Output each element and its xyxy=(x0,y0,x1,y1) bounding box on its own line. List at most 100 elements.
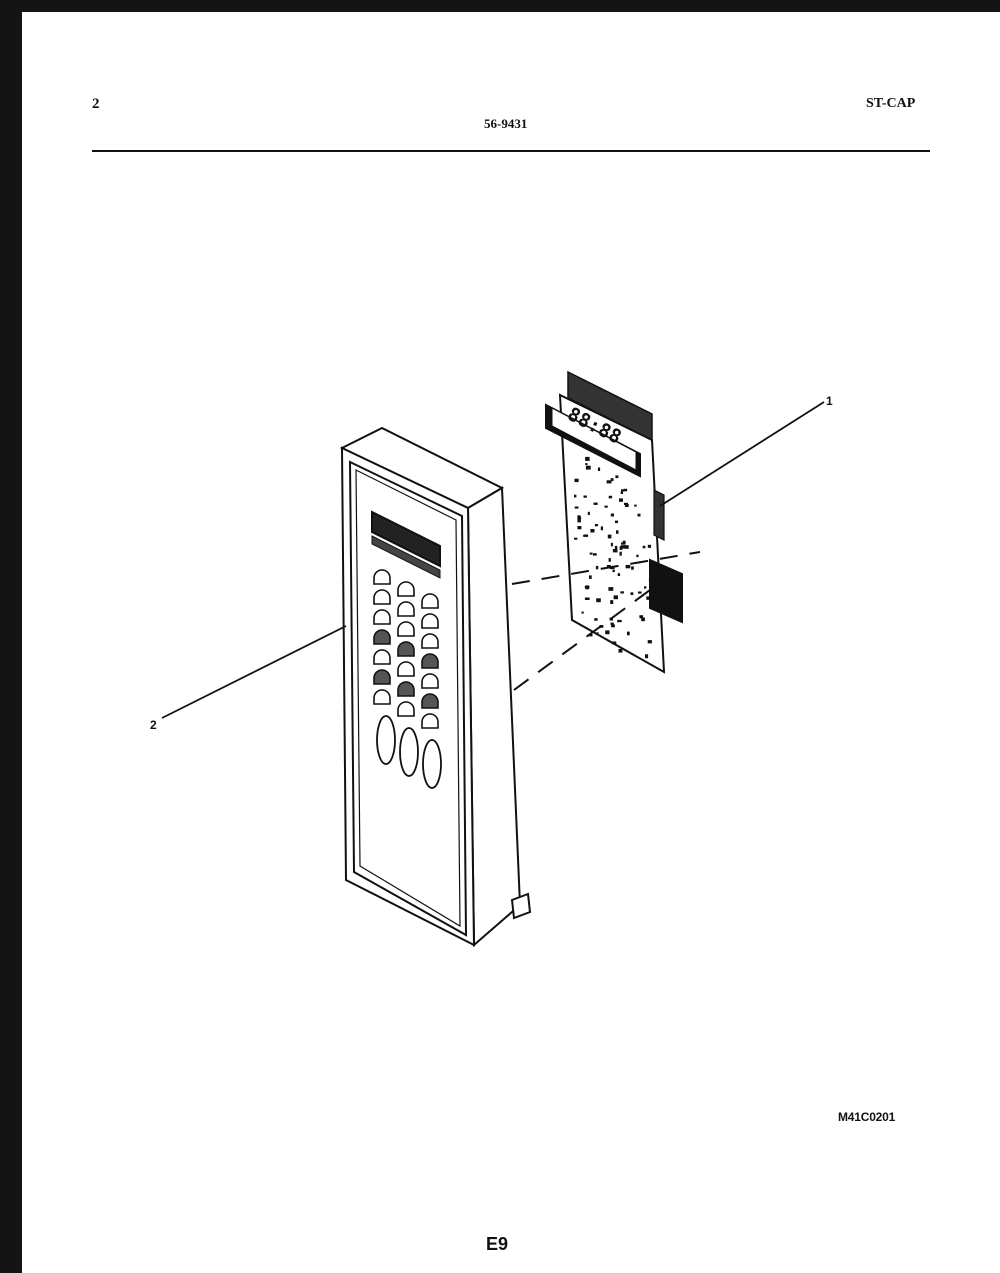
pcb-component xyxy=(615,520,618,524)
pcb-component xyxy=(610,622,614,625)
pcb-component xyxy=(610,600,614,604)
pcb-component xyxy=(574,478,579,483)
circuit-board: 88:88 xyxy=(545,370,683,674)
keypad-button xyxy=(421,633,439,649)
pcb-component xyxy=(613,595,618,600)
pcb-component xyxy=(585,463,588,466)
pcb-component xyxy=(589,552,593,555)
control-panel xyxy=(339,426,532,948)
pcb-component xyxy=(623,488,628,492)
pcb-component xyxy=(620,491,623,494)
keypad-button xyxy=(421,613,439,629)
keypad-button xyxy=(421,653,439,669)
pcb-component xyxy=(600,526,603,531)
pcb-component xyxy=(599,625,604,628)
pcb-component xyxy=(649,596,653,599)
header-rule xyxy=(92,150,930,152)
pcb-component xyxy=(608,495,613,499)
pcb-component xyxy=(637,513,641,517)
alignment-lines xyxy=(511,551,701,691)
keypad-button xyxy=(397,641,415,657)
pcb-component xyxy=(589,633,593,637)
pcb-component xyxy=(605,630,610,635)
pcb-component xyxy=(594,618,598,621)
keypad-button xyxy=(373,569,391,585)
callout-part-2: 2 xyxy=(150,718,157,732)
pcb-component xyxy=(589,575,592,579)
keypad-button xyxy=(373,609,391,625)
pcb-component xyxy=(606,480,612,484)
page-number: 2 xyxy=(92,96,100,112)
pcb-component xyxy=(584,597,590,600)
pcb-component xyxy=(621,542,624,545)
pcb-component xyxy=(608,587,614,591)
pcb-component xyxy=(604,505,608,508)
pcb-component xyxy=(574,537,578,540)
keypad-button xyxy=(397,701,415,717)
pcb-component xyxy=(646,596,651,600)
scan-left-edge xyxy=(0,0,22,1273)
pcb-component xyxy=(617,573,621,576)
pcb-component xyxy=(585,465,591,470)
pcb-component xyxy=(630,592,634,595)
keypad-button xyxy=(397,601,415,617)
scan-top-edge xyxy=(0,0,1000,12)
leader-lines xyxy=(161,401,825,719)
pcb-component xyxy=(610,542,613,547)
pcb-component xyxy=(636,554,639,558)
pcb-component xyxy=(612,549,618,553)
keypad-button xyxy=(373,649,391,665)
pcb-component xyxy=(577,526,582,530)
keypad-button xyxy=(421,713,439,729)
pcb-component xyxy=(631,566,634,570)
keypad-button xyxy=(373,669,391,685)
pcb-component xyxy=(610,513,614,517)
pcb-component xyxy=(609,566,615,570)
pcb-component xyxy=(621,489,625,492)
pcb-component xyxy=(641,617,645,622)
pcb-component xyxy=(614,545,618,550)
pcb-component xyxy=(593,502,598,505)
pcb-components xyxy=(574,456,653,659)
pcb-component xyxy=(620,545,625,549)
pcb-component xyxy=(618,648,623,653)
pcb-component xyxy=(596,598,601,603)
pcb-component xyxy=(611,641,617,645)
pcb-component xyxy=(611,624,615,628)
pcb-component xyxy=(606,565,611,568)
pcb-component xyxy=(585,585,590,590)
keypad-button xyxy=(421,673,439,689)
pcb-component xyxy=(596,632,599,635)
pcb-component xyxy=(587,511,590,515)
keypad-button xyxy=(373,689,391,705)
keypad-buttons xyxy=(373,569,439,729)
pcb-component xyxy=(624,502,628,506)
pcb-component xyxy=(594,524,598,527)
pcb-component xyxy=(574,494,577,498)
pcb-component xyxy=(593,553,597,556)
keypad-button xyxy=(373,629,391,645)
pcb-component xyxy=(577,518,581,523)
pcb-component xyxy=(625,504,629,507)
pcb-component xyxy=(581,611,584,614)
pcb-component xyxy=(619,551,622,556)
pcb-component xyxy=(607,534,612,539)
callout-part-1: 1 xyxy=(826,394,833,408)
pcb-component xyxy=(608,558,611,562)
pcb-component xyxy=(574,506,579,509)
keypad-button xyxy=(421,593,439,609)
pcb-component xyxy=(612,569,615,573)
pcb-component xyxy=(644,586,647,589)
pcb-component xyxy=(620,591,624,594)
model-code: ST-CAP xyxy=(866,96,916,111)
pcb-component xyxy=(616,530,619,534)
pcb-component xyxy=(597,467,601,471)
pcb-component xyxy=(595,565,599,570)
keypad-button xyxy=(397,581,415,597)
pcb-component xyxy=(617,619,622,623)
keypad-button xyxy=(373,589,391,605)
pcb-component xyxy=(577,515,581,520)
pcb-component xyxy=(583,495,587,498)
pcb-component xyxy=(647,544,652,548)
